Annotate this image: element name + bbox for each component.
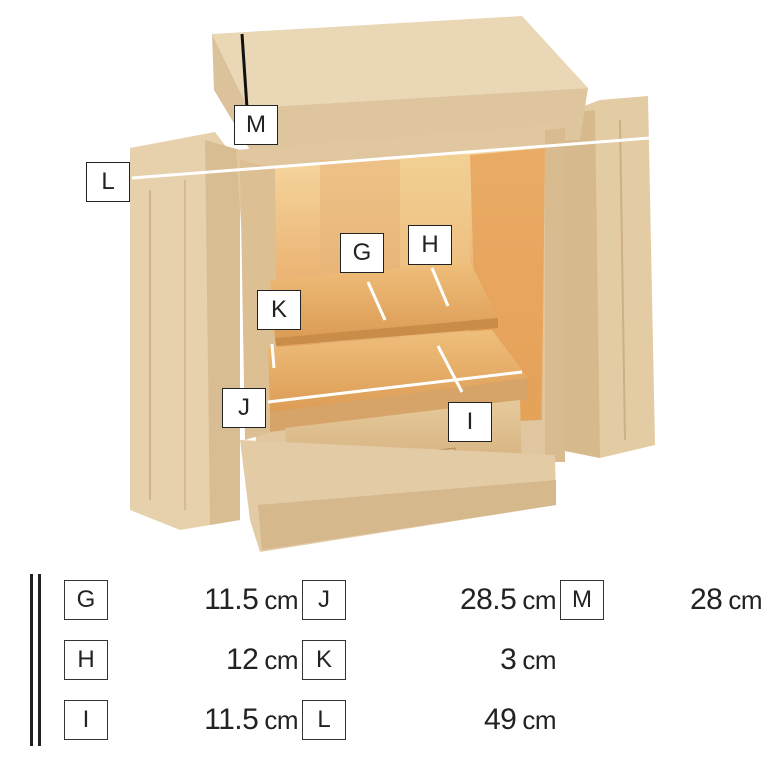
callout-label: L [101,168,115,195]
measure-line-G [366,281,387,321]
dimension-unit: cm [522,645,556,675]
measure-line-I [436,345,464,393]
callout-h: H [408,225,452,265]
measurement-lines [131,136,651,404]
dimension-number: 28.5 [459,583,517,616]
measure-line-H [430,267,450,307]
dimension-number: 11.5 [204,703,259,736]
callout-j: J [222,388,266,428]
callout-label: H [421,231,439,258]
lower-shelf [268,330,528,432]
cabinet-illustration [130,16,655,552]
upper-shelf [270,262,498,346]
dimension-number: 3 [500,643,517,676]
right-door [560,96,655,458]
callout-label: M [246,111,266,138]
cabinet-base [240,440,556,552]
measure-line-K [270,343,276,369]
legend-divider-bar [30,574,33,746]
dimension-key: M [560,580,604,620]
measure-line-M [240,33,249,109]
dimension-unit: cm [264,645,298,675]
callout-label: J [238,394,250,421]
dimension-unit: cm [264,705,298,735]
callout-label: K [270,296,287,323]
dimension-key: G [64,580,108,620]
dimension-key: L [302,700,346,740]
dimension-key: H [64,640,108,680]
measure-line-J [267,370,523,404]
dimension-unit: cm [522,585,556,615]
dimension-key: K [302,640,346,680]
callout-m: M [234,105,278,145]
dimension-number: 12 [225,643,259,676]
callout-l: L [86,162,130,202]
dimension-number: 49 [483,703,517,736]
dimension-unit: cm [264,585,298,615]
left-door [130,132,240,530]
callout-k: K [257,290,301,330]
callout-label: I [466,408,474,435]
dimension-number: 11.5 [204,583,259,616]
callout-i: I [448,402,492,442]
legend-divider-bar [38,574,41,746]
measure-line-L [131,136,651,180]
dimension-number: 28 [689,583,723,616]
callout-g: G [340,233,384,273]
dimension-key: I [64,700,108,740]
product-photo: M L G H K J I [86,16,655,552]
dimension-unit: cm [728,585,762,615]
dimension-key: J [302,580,346,620]
dimension-unit: cm [522,705,556,735]
cabinet-top [212,16,588,152]
callout-label: G [352,239,372,266]
